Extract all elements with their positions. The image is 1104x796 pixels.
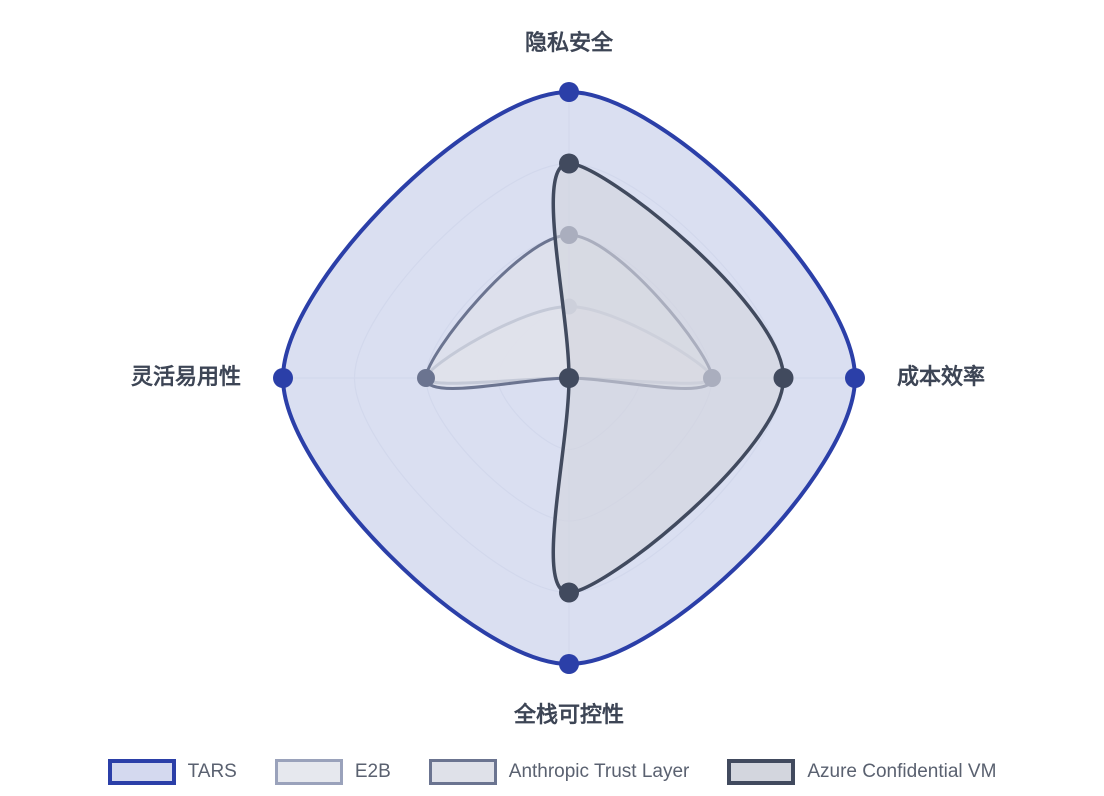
legend-label: E2B: [354, 761, 391, 782]
data-point[interactable]: [559, 368, 579, 388]
legend-label: Azure Confidential VM: [807, 761, 997, 782]
series-azure-confidential-vm: [551, 153, 794, 603]
legend-item-anthropic-trust-layer[interactable]: Anthropic Trust Layer: [428, 759, 690, 785]
series-layer: [273, 82, 865, 674]
data-point[interactable]: [559, 582, 579, 603]
legend-item-azure-confidential-vm[interactable]: Azure Confidential VM: [727, 759, 996, 785]
legend-label: TARS: [187, 761, 237, 782]
data-point[interactable]: [845, 368, 865, 388]
data-point[interactable]: [559, 153, 579, 174]
legend-item-tars[interactable]: TARS: [107, 759, 237, 785]
legend-item-e2b[interactable]: E2B: [274, 759, 391, 785]
data-point[interactable]: [773, 368, 794, 388]
data-point[interactable]: [559, 654, 579, 674]
legend-swatch: [107, 759, 176, 785]
legend-swatch: [727, 759, 796, 785]
legend-swatch: [428, 759, 497, 785]
axis-label-3: 灵活易用性: [131, 364, 241, 389]
legend-label: Anthropic Trust Layer: [508, 761, 690, 782]
data-point[interactable]: [417, 369, 435, 387]
axis-label-2: 全栈可控性: [513, 702, 624, 727]
axis-label-1: 成本效率: [897, 364, 985, 389]
axis-label-0: 隐私安全: [525, 30, 614, 55]
chart-legend: TARS E2B Anthropic Trust Layer Azure Confid…: [0, 748, 1104, 796]
series-area: [551, 161, 786, 595]
data-point[interactable]: [273, 368, 293, 388]
legend-swatch: [274, 759, 343, 785]
data-point[interactable]: [559, 82, 579, 102]
